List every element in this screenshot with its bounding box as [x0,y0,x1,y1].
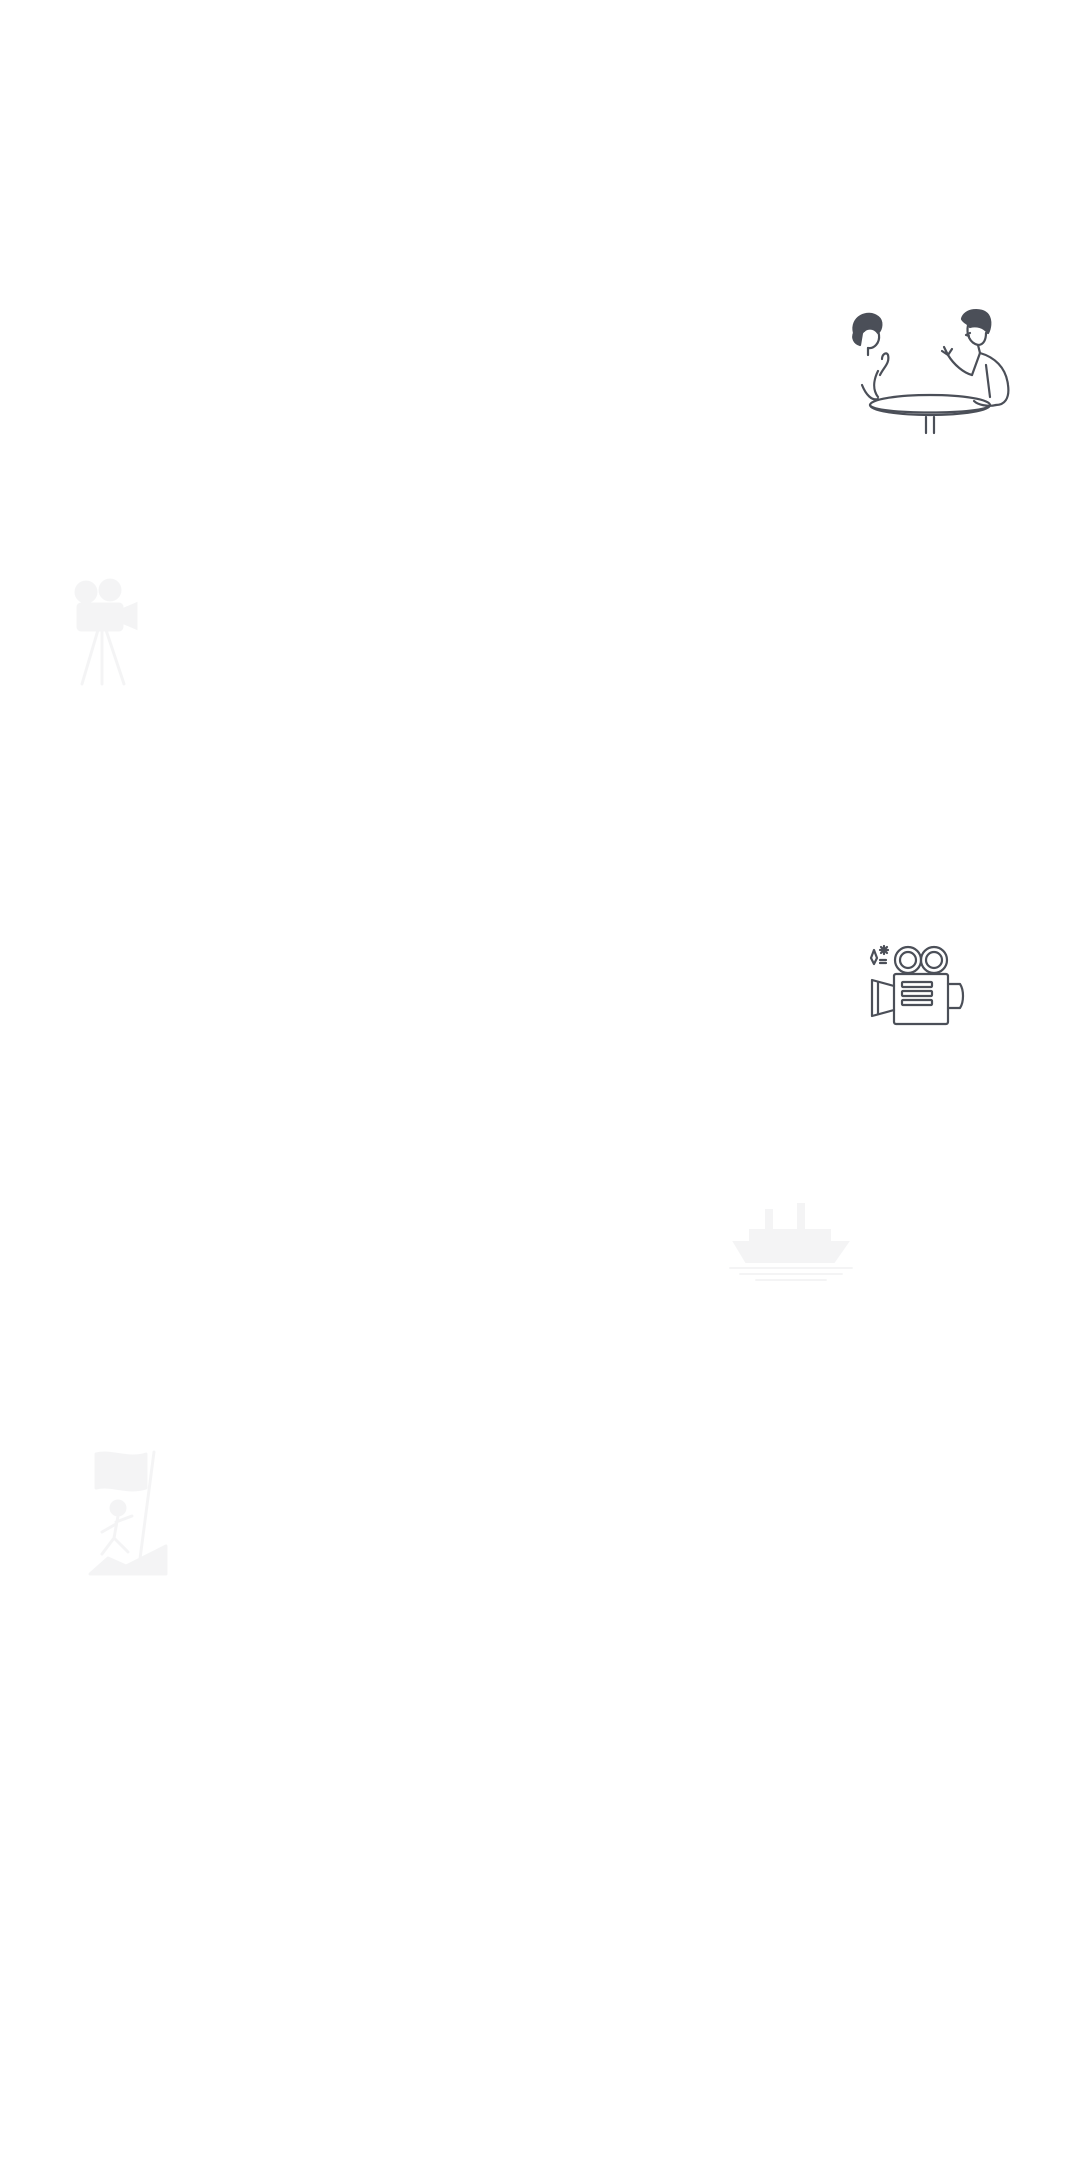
film-camera-illustration-icon [866,944,976,1030]
ship-illustration-icon [726,1196,856,1288]
flag-climber-illustration-icon [88,1448,168,1576]
conversation-illustration-icon [838,305,1018,435]
camera-tripod-illustration-icon [68,578,140,688]
